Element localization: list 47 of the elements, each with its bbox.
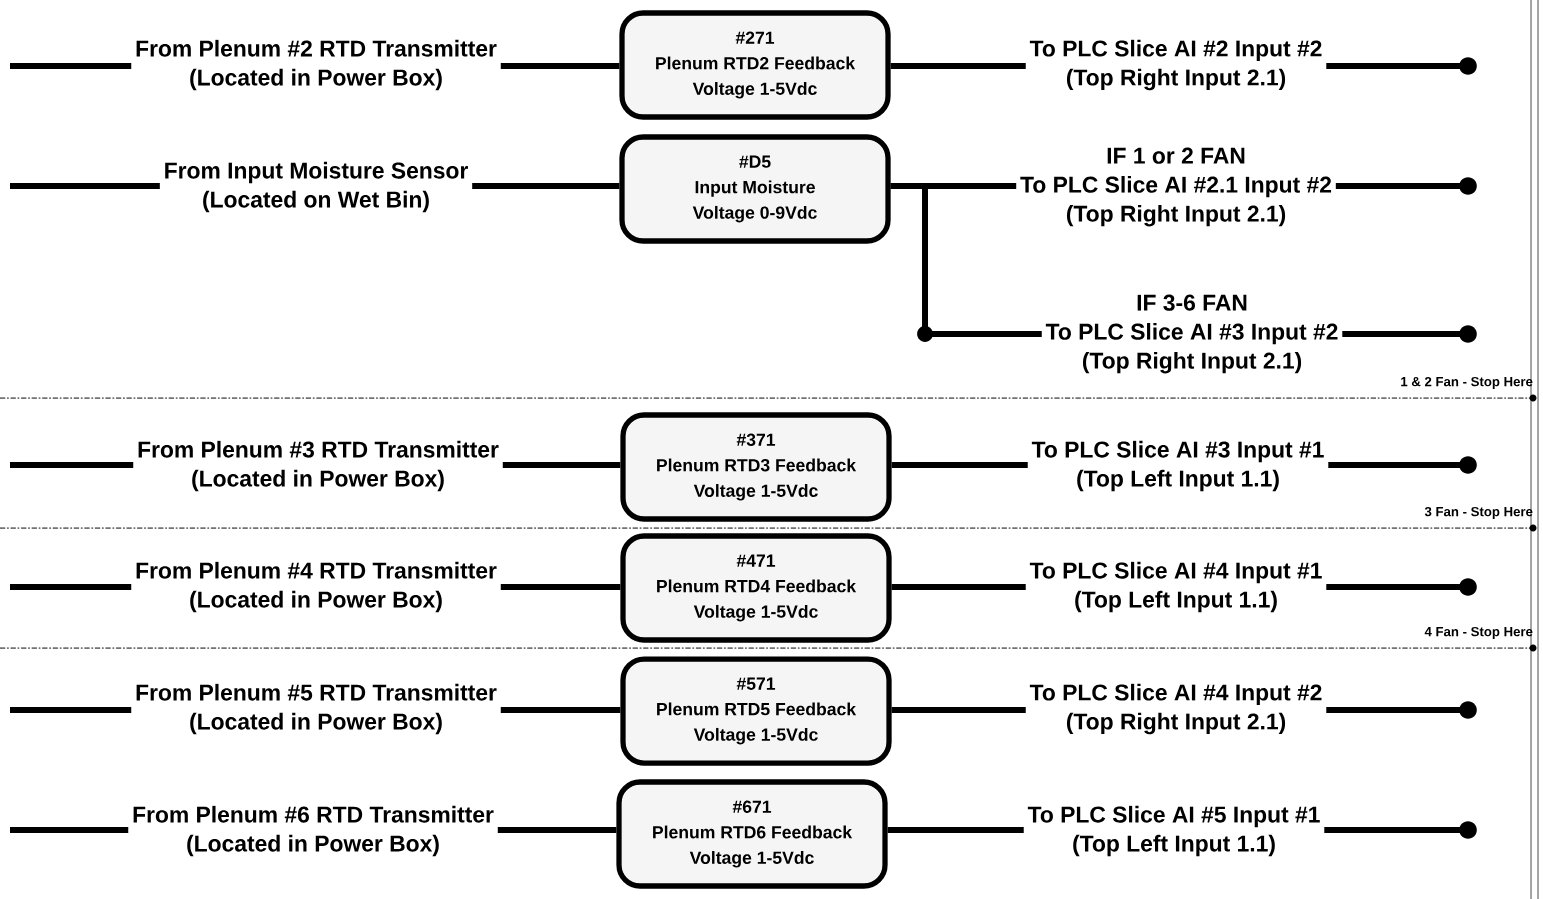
signal-label: From Plenum #5 RTD Transmitter (Located in Power Box) [136, 683, 497, 735]
wire [10, 183, 160, 189]
note-label: 4 Fan - Stop Here [1424, 626, 1533, 639]
wire [1326, 57, 1477, 75]
signal-label: IF 1 or 2 FAN To PLC Slice AI #2.1 Input #2 (Top Right Input 2.1) [1020, 147, 1332, 227]
wire [890, 183, 1042, 342]
signal-label: To PLC Slice AI #5 Input #1 (Top Left Input 1.1) [1027, 805, 1320, 857]
wire [10, 462, 134, 468]
signal-label: To PLC Slice AI #2 Input #2 (Top Right Input 2.1) [1029, 39, 1322, 91]
wire [1326, 701, 1477, 719]
signal-label: IF 3-6 FAN To PLC Slice AI #3 Input #2 (Top Right Input 2.1) [1045, 294, 1338, 374]
wire [10, 63, 132, 69]
signal-label: From Plenum #4 RTD Transmitter (Located in Power Box) [136, 561, 497, 613]
wire [500, 63, 620, 69]
signal-box: #571 Plenum RTD5 Feedback Voltage 1-5Vdc [620, 656, 892, 766]
wire [891, 584, 1026, 590]
signal-box: #D5 Input Moisture Voltage 0-9Vdc [619, 134, 891, 244]
signal-box: #671 Plenum RTD6 Feedback Voltage 1-5Vdc [616, 779, 888, 889]
note-label: 3 Fan - Stop Here [1424, 506, 1533, 519]
wire [891, 707, 1026, 713]
signal-label: To PLC Slice AI #4 Input #1 (Top Left Input 1.1) [1029, 561, 1322, 613]
signal-box: #471 Plenum RTD4 Feedback Voltage 1-5Vdc [620, 533, 892, 643]
note-label: 1 & 2 Fan - Stop Here [1401, 376, 1533, 389]
signal-label: To PLC Slice AI #4 Input #2 (Top Right Input 2.1) [1029, 683, 1322, 735]
wire [472, 183, 620, 189]
signal-label: From Plenum #2 RTD Transmitter (Located in Power Box) [136, 39, 497, 91]
wire [500, 707, 621, 713]
signal-label: From Input Moisture Sensor (Located on Wet Bin) [165, 161, 468, 213]
signal-label: To PLC Slice AI #3 Input #1 (Top Left Input 1.1) [1031, 440, 1324, 492]
wire [10, 584, 132, 590]
signal-box: #371 Plenum RTD3 Feedback Voltage 1-5Vdc [620, 412, 892, 522]
wire [887, 827, 1024, 833]
signal-box: #271 Plenum RTD2 Feedback Voltage 1-5Vdc [619, 10, 891, 120]
wire [10, 827, 129, 833]
wire [891, 462, 1028, 468]
wire [1328, 456, 1477, 474]
wire [1326, 578, 1477, 596]
wire [890, 63, 1026, 69]
wire [497, 827, 617, 833]
wire [1342, 325, 1477, 343]
wire [1324, 821, 1477, 839]
wire [500, 584, 621, 590]
wire [10, 707, 132, 713]
wire [1335, 177, 1477, 195]
wire [502, 462, 621, 468]
signal-label: From Plenum #6 RTD Transmitter (Located in Power Box) [133, 805, 494, 857]
signal-label: From Plenum #3 RTD Transmitter (Located in Power Box) [138, 440, 499, 492]
